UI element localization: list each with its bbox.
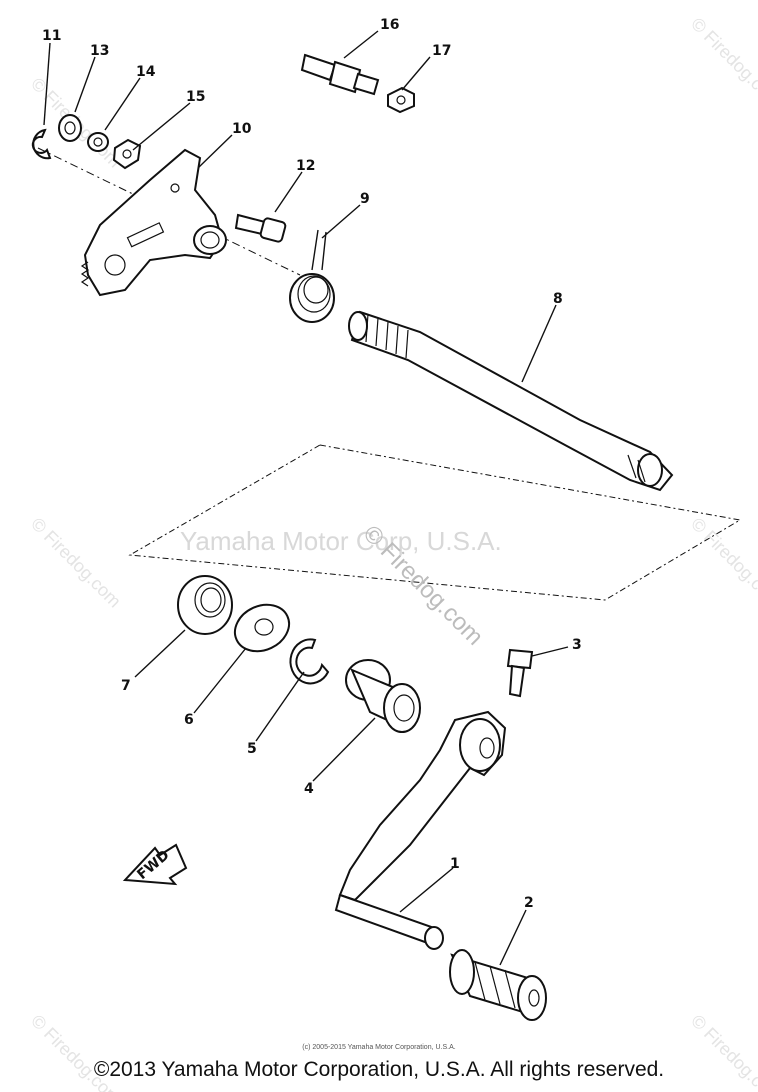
part-9-spring bbox=[289, 229, 335, 323]
callout-6: 6 bbox=[184, 712, 194, 728]
watermark-top-right: © Firedog.com bbox=[687, 14, 758, 112]
callout-16: 16 bbox=[380, 17, 399, 33]
callout-2: 2 bbox=[524, 895, 534, 911]
callout-5: 5 bbox=[247, 741, 257, 757]
part-13-nut bbox=[58, 114, 82, 142]
part-12-bolt bbox=[234, 213, 287, 243]
part-14-washer bbox=[87, 132, 109, 152]
watermark-yamaha: Yamaha Motor Corp, U.S.A. bbox=[180, 526, 502, 556]
part-11-circlip bbox=[31, 128, 52, 160]
callout-7: 7 bbox=[121, 678, 131, 694]
callout-17: 17 bbox=[432, 43, 451, 59]
part-5-circlip bbox=[289, 638, 330, 685]
watermark-mid-right: © Firedog.com bbox=[687, 514, 758, 612]
callout-4: 4 bbox=[304, 781, 314, 797]
part-16-pin-bolt bbox=[300, 53, 380, 96]
copyright-notice: ©2013 Yamaha Motor Corporation, U.S.A. A… bbox=[93, 1058, 665, 1081]
part-4-collar bbox=[345, 659, 421, 733]
callout-3: 3 bbox=[572, 637, 582, 653]
fwd-arrow: FWD bbox=[122, 843, 188, 886]
part-3-bolt bbox=[506, 648, 534, 698]
part-1-shift-pedal bbox=[334, 710, 507, 950]
watermark-mid-left: © Firedog.com bbox=[27, 514, 125, 612]
callout-13: 13 bbox=[90, 43, 109, 59]
part-15-lock-washer bbox=[112, 138, 142, 170]
part-7-oil-seal bbox=[177, 575, 233, 635]
callout-1: 1 bbox=[450, 856, 460, 872]
callout-9: 9 bbox=[360, 191, 370, 207]
part-10-shift-arm bbox=[80, 148, 227, 297]
fine-print: (c) 2005-2015 Yamaha Motor Corporation, … bbox=[302, 1044, 456, 1051]
callout-15: 15 bbox=[186, 89, 205, 105]
callout-labels: 1 2 3 4 5 6 7 8 9 10 11 12 13 14 15 16 1… bbox=[42, 17, 582, 911]
part-17-lock-plate bbox=[387, 86, 415, 114]
part-8-shift-shaft bbox=[348, 310, 674, 492]
callout-14: 14 bbox=[136, 64, 156, 80]
callout-8: 8 bbox=[553, 291, 563, 307]
callout-11: 11 bbox=[42, 28, 61, 44]
part-2-pedal-rubber bbox=[449, 949, 547, 1021]
callout-12: 12 bbox=[296, 158, 315, 174]
part-6-washer bbox=[233, 603, 291, 653]
leader-lines bbox=[43, 30, 569, 966]
callout-10: 10 bbox=[232, 121, 252, 137]
